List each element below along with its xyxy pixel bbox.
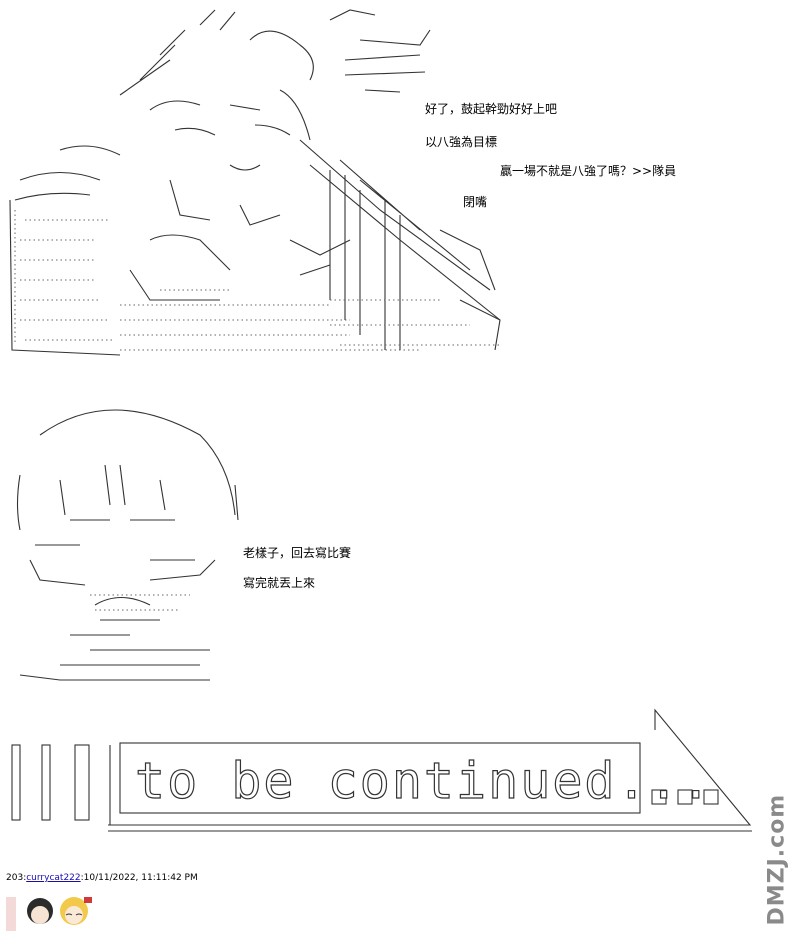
dialogue-line: 老樣子，回去寫比賽 bbox=[243, 546, 352, 560]
dialogue-line: 好了，鼓起幹勁好好上吧 bbox=[425, 102, 558, 116]
dialogue-line: 寫完就丟上來 bbox=[243, 576, 316, 590]
dialogue-line: 以八強為目標 bbox=[425, 135, 498, 149]
post-meta: 203:currycat222:10/11/2022, 11:11:42 PM bbox=[6, 873, 198, 884]
user-avatars bbox=[6, 893, 102, 933]
watermark-text: DMZJ.com bbox=[764, 793, 790, 926]
ascii-art-drawing-1 bbox=[9, 9, 501, 356]
to-be-continued-banner: to be continued... bbox=[0, 705, 760, 835]
ascii-art-character-1 bbox=[0, 0, 520, 370]
site-watermark: DMZJ.com bbox=[760, 793, 794, 928]
banner-outline bbox=[11, 708, 752, 832]
dialogue-line: 閉嘴 bbox=[463, 195, 488, 209]
post-timestamp: :10/11/2022, 11:11:42 PM bbox=[80, 873, 198, 883]
post-number: 203 bbox=[6, 873, 24, 883]
avatar-pair-image bbox=[6, 897, 92, 931]
post-separator: : bbox=[23, 873, 27, 883]
banner-text: to be continued... bbox=[134, 752, 713, 810]
red-ribbon-icon bbox=[84, 897, 92, 903]
avatar-side-stamp bbox=[6, 897, 16, 931]
username-link[interactable]: currycat222 bbox=[26, 873, 81, 883]
ascii-art-character-2 bbox=[0, 395, 245, 695]
dialogue-line: 贏一場不就是八強了嗎？>>隊員 bbox=[500, 164, 677, 178]
ascii-art-drawing-2 bbox=[16, 409, 239, 681]
